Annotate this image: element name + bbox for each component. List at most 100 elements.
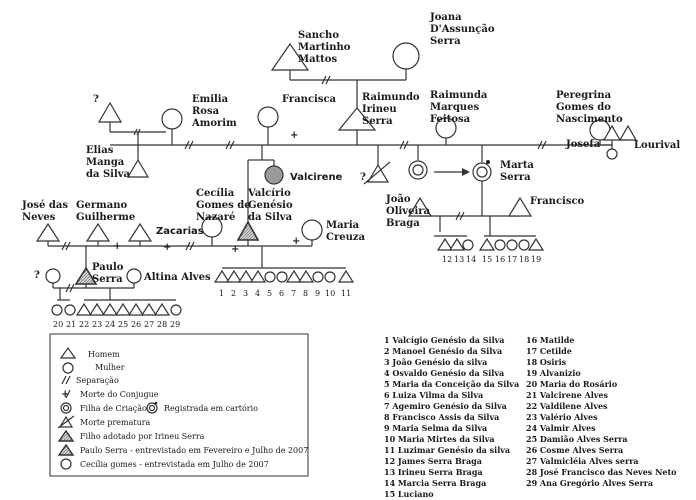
lourival-symbol: [618, 124, 638, 141]
francisco-symbol: [507, 196, 533, 217]
svg-text:26: 26: [131, 320, 141, 329]
svg-text:6: 6: [279, 289, 284, 298]
joana-label: Joana D'Assunção Serra: [429, 12, 498, 47]
svg-text:+: +: [292, 236, 300, 247]
unknown-mark-3: ?: [34, 270, 40, 281]
svg-text:5 Maria da Conceição da Silva: 5 Maria da Conceição da Silva: [384, 379, 519, 389]
svg-text:9 Maria Selma da Silva: 9 Maria Selma da Silva: [384, 423, 487, 433]
svg-text:17: 17: [507, 255, 517, 264]
altina-label: Altina Alves: [143, 272, 211, 283]
svg-text:20 Maria do Rosário: 20 Maria do Rosário: [526, 379, 618, 389]
paulo-children-numbers: 20 21 22 23 24 25 26 27 28 29: [53, 320, 180, 329]
svg-text:14: 14: [466, 255, 476, 264]
svg-text:13 Irineu Serra Braga: 13 Irineu Serra Braga: [384, 467, 483, 477]
svg-text:27: 27: [144, 320, 154, 329]
raimunda-label: Raimunda Marques Feitosa: [430, 90, 491, 125]
svg-text:Morte do Conjugue: Morte do Conjugue: [80, 390, 159, 399]
svg-text:Filha de Criação -: Filha de Criação -: [80, 404, 152, 413]
peregrina-partner-symbol: [602, 124, 622, 141]
zacarias-symbol: [127, 222, 153, 242]
svg-text:Registrada em cartório: Registrada em cartório: [164, 404, 258, 413]
svg-text:22: 22: [79, 320, 89, 329]
germano-label: Germano Guilherme: [76, 200, 135, 223]
svg-text:16: 16: [495, 255, 505, 264]
marta-children-numbers: 12 13 14 15 16 17 18 19: [442, 255, 541, 264]
emilia-label: Emilia Rosa Amorim: [191, 94, 237, 129]
francisco-label: Francisco: [530, 196, 585, 207]
unknown-mark: ?: [93, 94, 99, 105]
arrow-icon: [462, 168, 470, 176]
marta-children: [434, 235, 545, 251]
joana-symbol: [392, 42, 420, 70]
svg-text:Homem: Homem: [88, 350, 120, 359]
svg-text:17 Cetilde: 17 Cetilde: [526, 346, 572, 356]
svg-text:14 Marcia Serra Braga: 14 Marcia Serra Braga: [384, 478, 486, 488]
svg-text:2 Manoel Genésio da Silva: 2 Manoel Genésio da Silva: [384, 346, 502, 356]
elias-symbol: [126, 158, 150, 178]
josefa-symbol: [606, 148, 618, 160]
svg-text:12: 12: [442, 255, 452, 264]
svg-text:7 Agemiro Genésio da Silva: 7 Agemiro Genésio da Silva: [384, 401, 507, 411]
svg-text:8 Francisco Assis da Silva: 8 Francisco Assis da Silva: [384, 412, 499, 422]
valcirene-label: Valcirene: [290, 172, 343, 183]
svg-text:13: 13: [454, 255, 464, 264]
morte-prematura-symbol: [366, 163, 390, 183]
svg-text:27 Valmicléia Alves serra: 27 Valmicléia Alves serra: [526, 456, 639, 466]
maria-creuza-label: Maria Creuza: [326, 220, 366, 243]
svg-text:5: 5: [267, 289, 272, 298]
svg-text:28: 28: [157, 320, 167, 329]
jose-neves-symbol: [35, 222, 61, 242]
emilia-symbol: [161, 108, 183, 130]
svg-text:+: +: [61, 389, 69, 400]
svg-text:3 João Genésio da silva: 3 João Genésio da silva: [384, 357, 487, 367]
svg-text:24: 24: [105, 320, 115, 329]
children-list-col2: 16 Matilde 17 Cetilde 18 Osiris 19 Alvan…: [526, 335, 677, 488]
svg-text:29 Ana Gregório Alves Serra: 29 Ana Gregório Alves Serra: [526, 478, 653, 488]
svg-text:10 Maria Mirtes da Silva: 10 Maria Mirtes da Silva: [384, 434, 495, 444]
valcirio-symbol: [236, 220, 260, 241]
svg-text:23 Valério Alves: 23 Valério Alves: [526, 412, 598, 422]
svg-text:Morte prematura: Morte prematura: [80, 418, 151, 427]
svg-text:28 José Francisco das Neves Ne: 28 José Francisco das Neves Neto: [526, 467, 677, 477]
svg-text:+: +: [113, 241, 121, 252]
legend-homem-icon: [59, 346, 77, 359]
svg-text:Mulher: Mulher: [95, 363, 125, 372]
paulo-children: [51, 299, 182, 316]
svg-text:11: 11: [341, 289, 351, 298]
svg-text:1 Valcígio Genésio da Silva: 1 Valcígio Genésio da Silva: [384, 335, 504, 345]
elias-label: Elias Manga da Silva: [86, 145, 131, 180]
zacarias-label: Zacarias: [156, 226, 204, 237]
svg-text:22 Valdilene Alves: 22 Valdilene Alves: [526, 401, 608, 411]
svg-text:18: 18: [519, 255, 529, 264]
svg-text:23: 23: [92, 320, 102, 329]
svg-text:29: 29: [170, 320, 180, 329]
altina-symbol: [126, 268, 142, 284]
legend-paulo-icon: [57, 443, 75, 456]
svg-text:11 Luzimar Genésio da silva: 11 Luzimar Genésio da silva: [384, 445, 510, 455]
valcirio-children: [213, 269, 355, 283]
svg-text:16 Matilde: 16 Matilde: [526, 335, 574, 345]
legend-mulher-icon: [62, 362, 74, 374]
svg-text:25 Damião Alves Serra: 25 Damião Alves Serra: [526, 434, 628, 444]
marta-label: Marta Serra: [500, 160, 537, 183]
svg-text:7: 7: [291, 289, 296, 298]
paulo-first-partner-symbol: [45, 268, 61, 284]
valcirio-label: Valcírio Genésio da Silva: [247, 188, 296, 223]
raimundo-irineu-label: Raimundo Irineu Serra: [362, 92, 423, 127]
valcirene-symbol: [264, 165, 284, 185]
svg-text:12 James Serra Braga: 12 James Serra Braga: [384, 456, 482, 466]
svg-text:Paulo Serra - entrevistado em: Paulo Serra - entrevistado em Fevereiro …: [80, 446, 308, 455]
svg-text:20: 20: [53, 320, 63, 329]
joao-braga-label: João Oliveira Braga: [385, 194, 434, 229]
svg-text:18 Osiris: 18 Osiris: [526, 357, 567, 367]
svg-text:+: +: [163, 242, 171, 253]
svg-text:3: 3: [243, 289, 248, 298]
svg-text:8: 8: [303, 289, 308, 298]
svg-text:2: 2: [231, 289, 236, 298]
svg-text:4: 4: [255, 289, 260, 298]
svg-text:24 Valmir Alves: 24 Valmir Alves: [526, 423, 596, 433]
svg-text:19: 19: [531, 255, 541, 264]
children-list-col1: 1 Valcígio Genésio da Silva 2 Manoel Gen…: [384, 335, 519, 499]
legend-box: [49, 333, 309, 477]
joao-braga-symbol: [407, 196, 433, 217]
